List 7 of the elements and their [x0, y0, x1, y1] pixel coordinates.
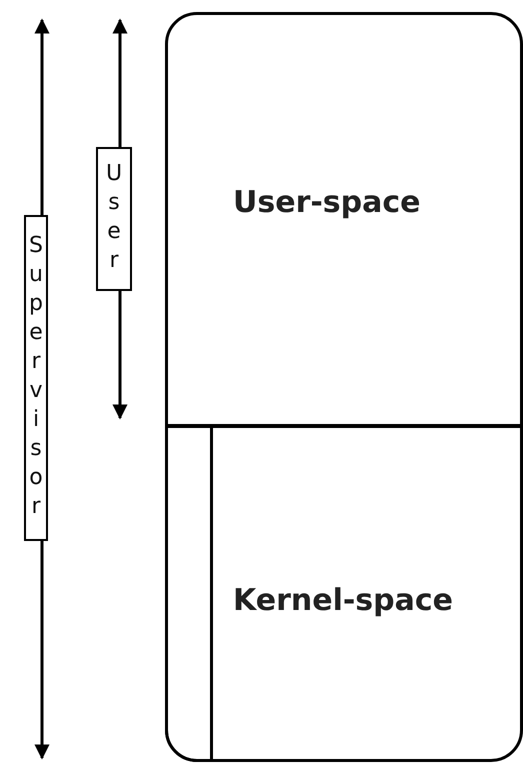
strip-box — [165, 425, 213, 762]
region-label: User-space — [233, 185, 421, 220]
range-label: User — [96, 147, 132, 291]
range-label: Supervisor — [24, 215, 48, 541]
region-box — [165, 425, 523, 762]
region-label: Kernel-space — [233, 583, 454, 618]
region-box — [165, 12, 523, 427]
